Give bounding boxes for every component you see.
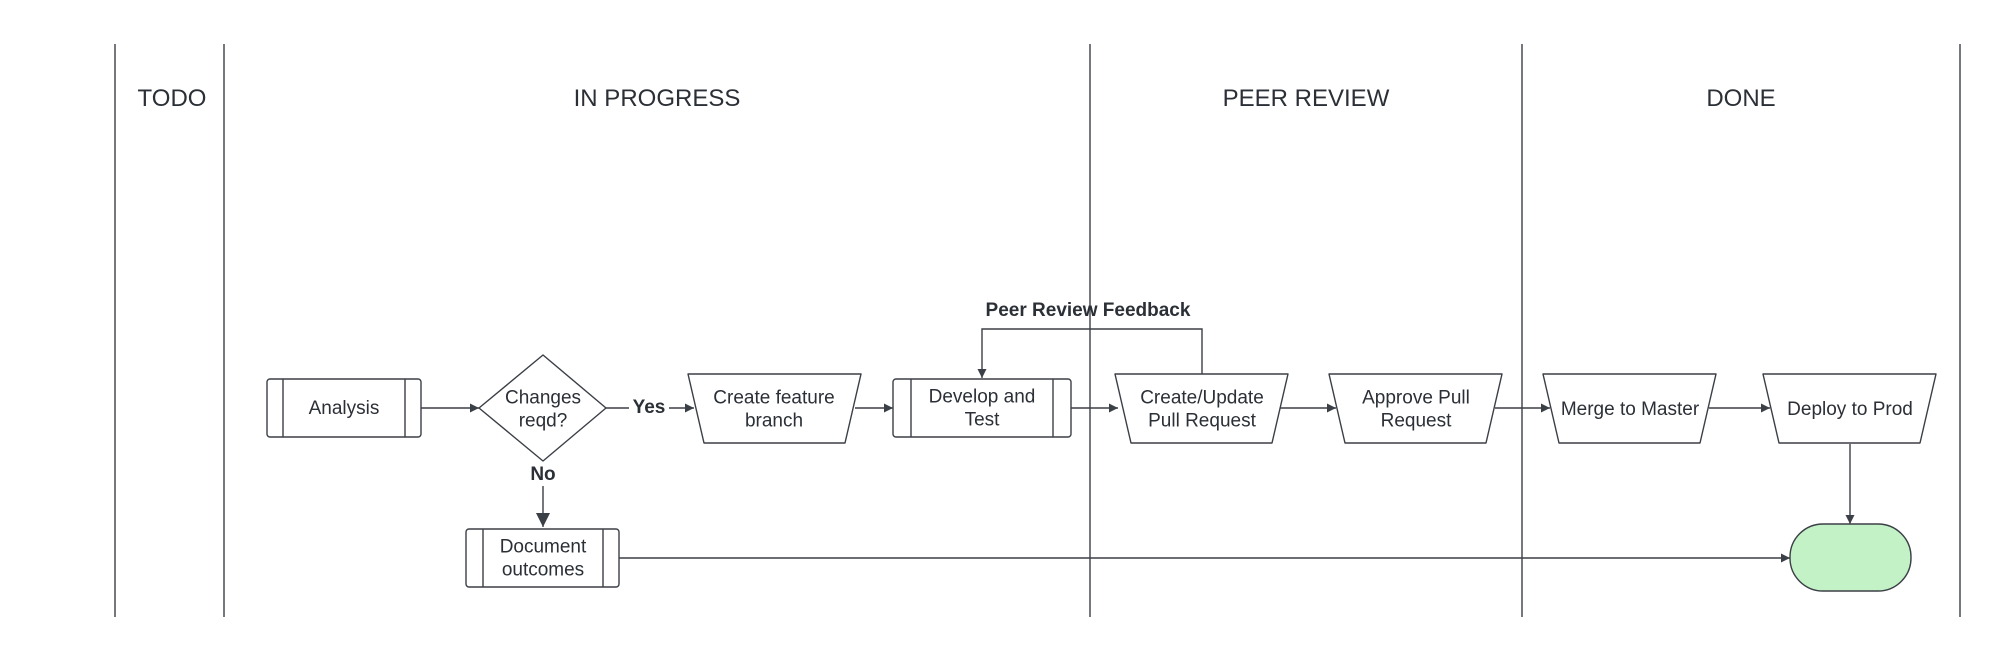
node-analysis[interactable]: Analysis [266, 378, 422, 438]
lane-title-todo: TODO [138, 85, 207, 112]
edge-label-yes: Yes [633, 397, 666, 418]
lane-title-in-progress: IN PROGRESS [574, 85, 741, 112]
node-analysis-label: Analysis [309, 398, 380, 419]
node-label-line: Create feature [713, 388, 834, 409]
node-label-line: outcomes [502, 560, 584, 581]
lane-title-done: DONE [1706, 85, 1775, 112]
node-merge-to-master[interactable]: Merge to Master [1542, 373, 1717, 444]
lane-titles: TODO IN PROGRESS PEER REVIEW DONE [138, 85, 1776, 112]
node-label-line: branch [745, 411, 803, 432]
node-label-line: Test [965, 410, 1001, 431]
node-label-line: Merge to Master [1561, 399, 1700, 420]
node-label-line: Request [1381, 411, 1452, 432]
edges [421, 328, 1855, 563]
node-label-line: reqd? [519, 411, 568, 432]
edge-peer-review-feedback [977, 328, 1203, 378]
node-label-line: Changes [505, 388, 581, 409]
node-merge-to-master-label: Merge to Master [1561, 399, 1700, 420]
edge-label-no: No [530, 464, 555, 485]
edge-labels: Yes No Peer Review Feedback [522, 300, 1191, 485]
node-end-terminal[interactable] [1789, 523, 1912, 592]
node-deploy-to-prod-label: Deploy to Prod [1787, 399, 1913, 420]
node-label-line: Approve Pull [1362, 388, 1470, 409]
node-label-line: Analysis [309, 398, 380, 419]
node-deploy-to-prod[interactable]: Deploy to Prod [1762, 373, 1937, 444]
node-label-line: Pull Request [1148, 411, 1256, 432]
node-label-line: Create/Update [1140, 388, 1264, 409]
lane-title-peer-review: PEER REVIEW [1223, 85, 1390, 112]
lane-separators [114, 44, 1961, 617]
node-label-line: Develop and [929, 387, 1036, 408]
edge-label-peer-review-feedback: Peer Review Feedback [986, 300, 1191, 321]
node-label-line: Deploy to Prod [1787, 399, 1913, 420]
node-label-line: Document [500, 537, 587, 558]
